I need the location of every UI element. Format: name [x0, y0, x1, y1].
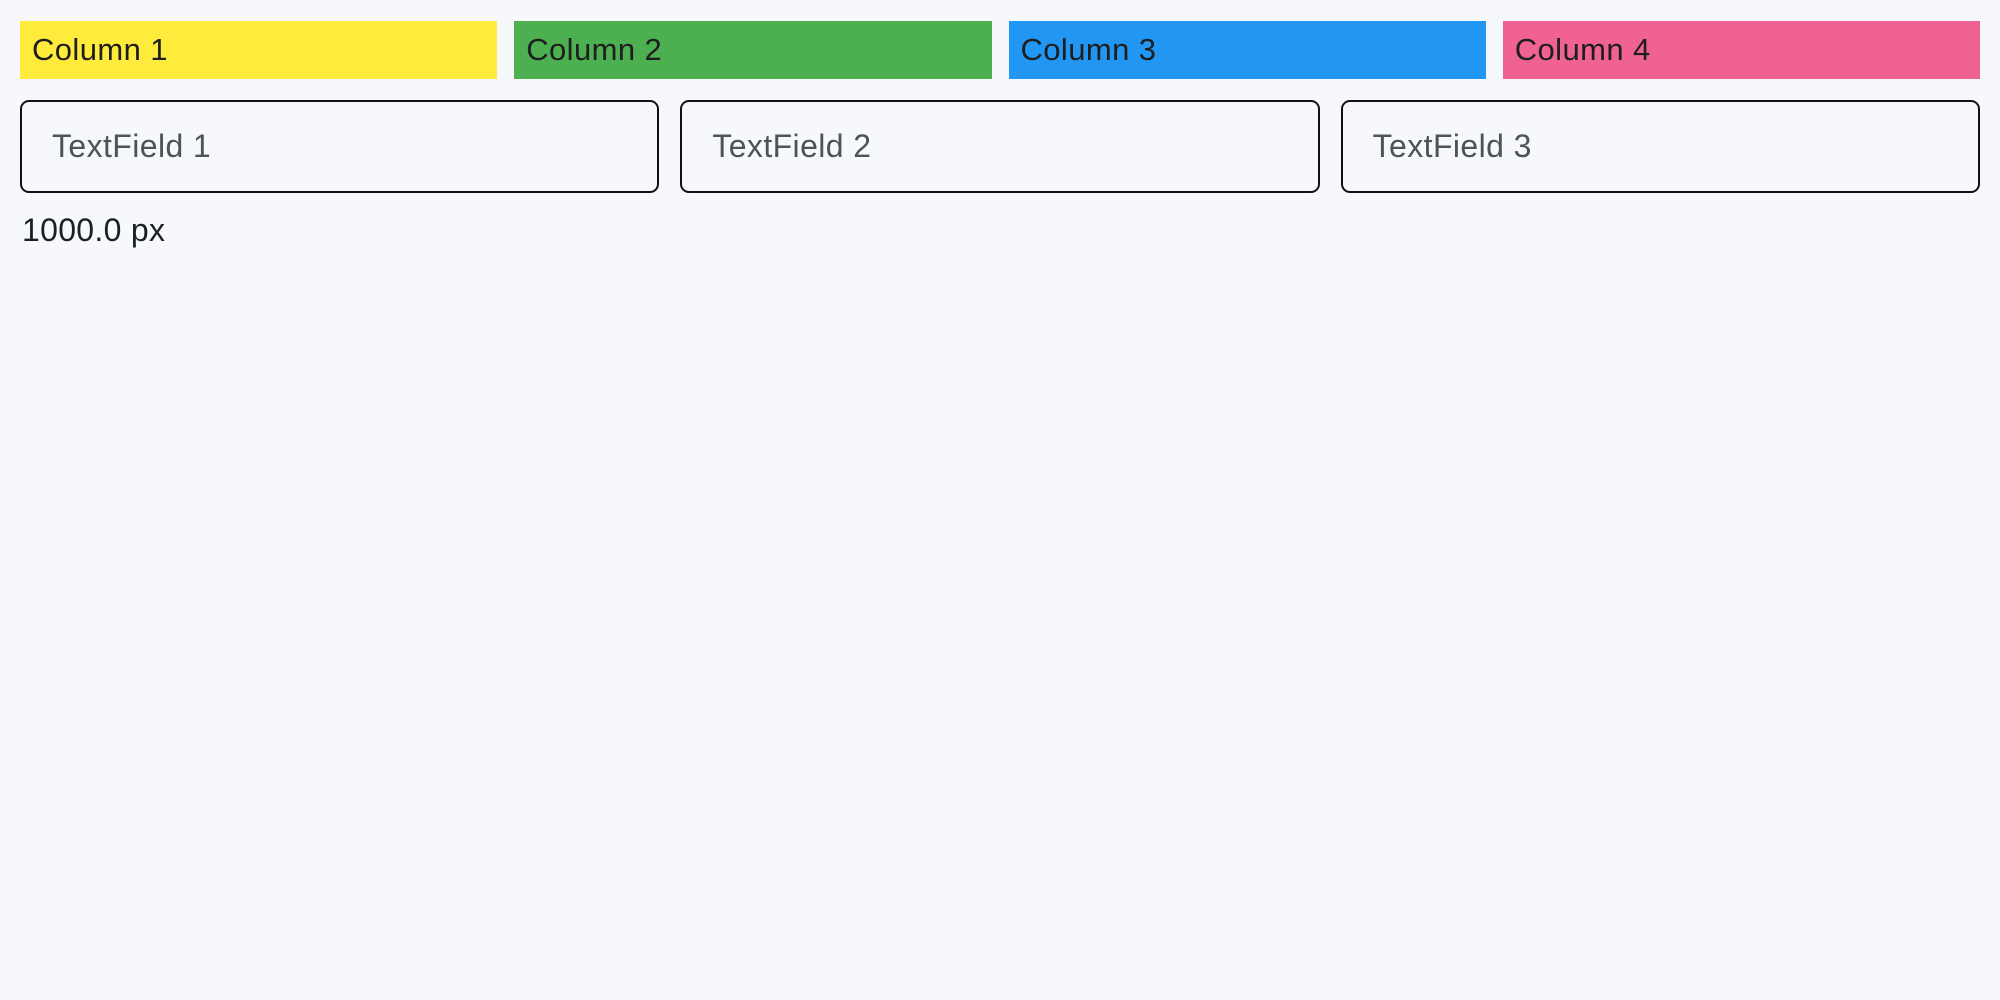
- text-fields-row: [20, 100, 1980, 193]
- column-chip-2: Column 2: [514, 21, 992, 79]
- column-chip-4-label: Column 4: [1514, 32, 1651, 67]
- column-chip-1: Column 1: [20, 21, 498, 79]
- column-chip-2-label: Column 2: [526, 32, 663, 67]
- columns-row: Column 1 Column 2 Column 3 Column 4: [20, 21, 1980, 79]
- column-chip-3-label: Column 3: [1020, 32, 1157, 67]
- text-field-1[interactable]: [20, 100, 660, 193]
- column-chip-4: Column 4: [1502, 21, 1980, 79]
- text-field-3[interactable]: [1340, 100, 1980, 193]
- column-chip-1-label: Column 1: [32, 32, 168, 67]
- window-width-label: 1000.0 px: [22, 212, 166, 248]
- column-chip-3: Column 3: [1008, 21, 1486, 79]
- text-field-2[interactable]: [680, 100, 1320, 193]
